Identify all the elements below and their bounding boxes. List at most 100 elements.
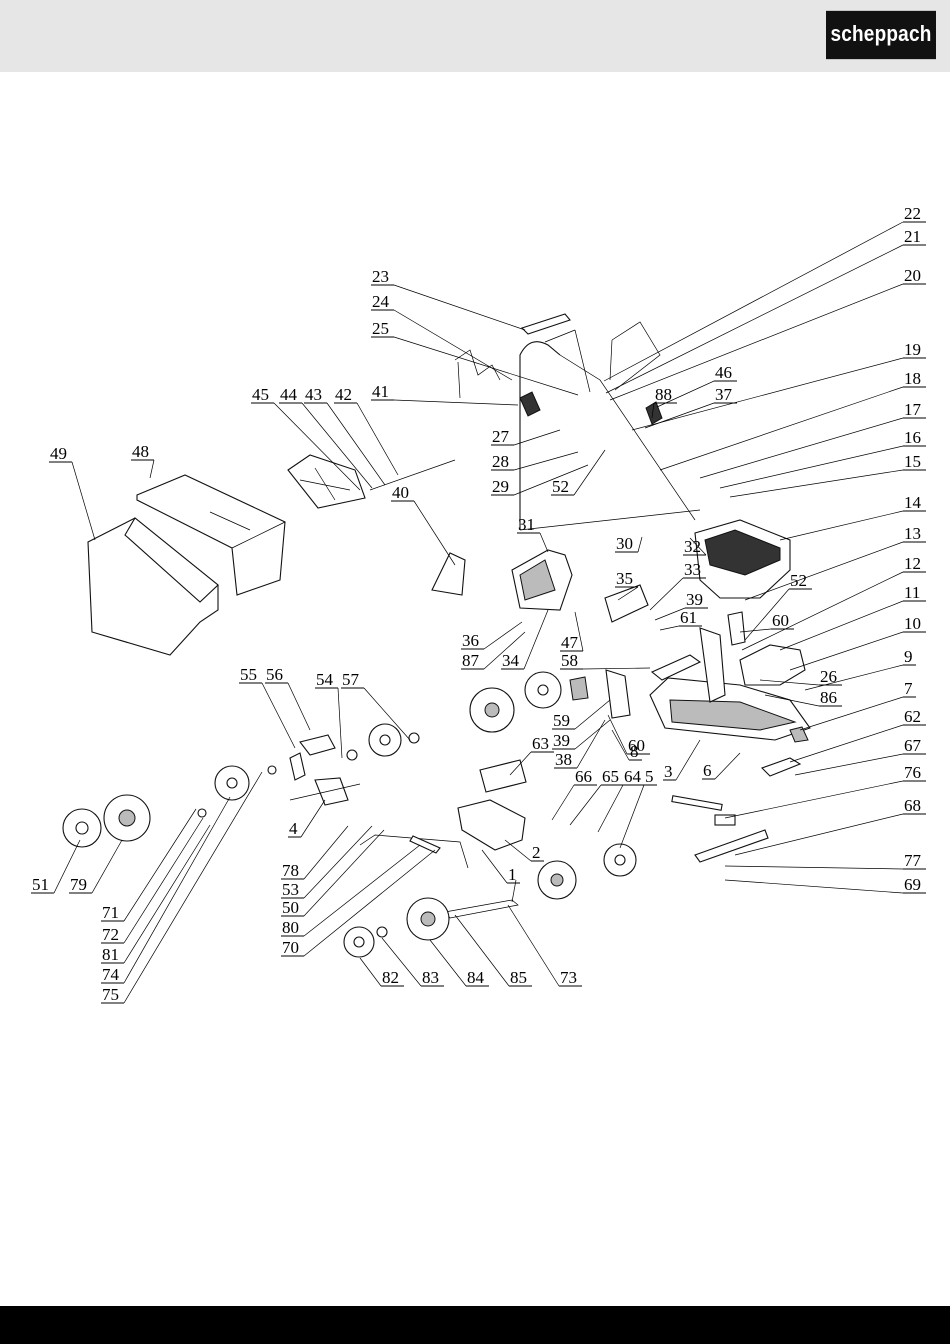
callout-number: 60	[628, 736, 645, 755]
callout-87: 87	[461, 651, 484, 670]
callout-number: 71	[102, 903, 119, 922]
leader-line	[598, 785, 623, 832]
callout-number: 7	[904, 679, 913, 698]
callout-number: 62	[904, 707, 921, 726]
wheel-front-top	[470, 688, 514, 732]
callout-number: 81	[102, 945, 119, 964]
callout-number: 34	[502, 651, 520, 670]
callout-85: 85	[509, 968, 532, 987]
callout-27: 27	[491, 427, 514, 446]
callout-28: 28	[491, 452, 514, 471]
callout-number: 78	[282, 861, 299, 880]
leader-line	[124, 825, 210, 963]
callout-number: 10	[904, 614, 921, 633]
spring-lever	[410, 836, 440, 853]
callout-26: 26	[819, 667, 842, 686]
leader-line	[638, 537, 642, 552]
callout-52: 52	[551, 477, 574, 496]
callout-24: 24	[371, 292, 394, 311]
callout-69: 69	[903, 875, 926, 894]
callout-86: 86	[819, 688, 842, 707]
callout-number: 44	[280, 385, 298, 404]
callout-number: 75	[102, 985, 119, 1004]
bearing-73	[268, 766, 276, 774]
leader-line	[574, 450, 605, 495]
leader-line	[304, 826, 372, 898]
callout-number: 56	[266, 665, 283, 684]
callout-51: 51	[31, 875, 54, 894]
nut-82	[377, 927, 387, 937]
flat-bar	[672, 796, 722, 811]
leader-line	[524, 610, 548, 669]
rear-cover	[740, 645, 805, 685]
callout-number: 32	[684, 537, 701, 556]
callout-49: 49	[49, 444, 72, 463]
callout-number: 20	[904, 266, 921, 285]
callout-number: 26	[820, 667, 837, 686]
gearbox	[315, 778, 348, 805]
callout-number: 3	[664, 762, 673, 781]
callout-15: 15	[903, 452, 926, 471]
callout-60: 60	[627, 736, 650, 755]
leader-line	[552, 785, 574, 820]
callout-number: 41	[372, 382, 389, 401]
callout-number: 58	[561, 651, 578, 670]
hubcap-81	[344, 927, 374, 957]
callout-number: 36	[462, 631, 479, 650]
callout-88: 88	[654, 385, 677, 404]
callout-number: 43	[305, 385, 322, 404]
callout-31: 31	[517, 515, 540, 534]
callout-5: 5	[644, 767, 657, 786]
callout-number: 14	[904, 493, 922, 512]
callout-17: 17	[903, 400, 926, 419]
callout-3: 3	[663, 762, 676, 781]
callout-number: 86	[820, 688, 837, 707]
callout-10: 10	[903, 614, 926, 633]
leader-line	[790, 632, 903, 670]
gear-54	[347, 750, 357, 760]
callout-number: 9	[904, 647, 913, 666]
leader-line	[795, 754, 903, 775]
callout-22: 22	[903, 204, 926, 223]
callout-62: 62	[903, 707, 926, 726]
callout-2: 2	[531, 843, 544, 862]
callout-number: 19	[904, 340, 921, 359]
callout-60: 60	[771, 611, 794, 630]
callout-number: 39	[553, 731, 570, 750]
leader-line	[304, 826, 348, 879]
leader-line	[262, 683, 295, 748]
leader-line	[394, 400, 518, 405]
callout-18: 18	[903, 369, 926, 388]
callout-9: 9	[903, 647, 916, 666]
callout-number: 11	[904, 583, 920, 602]
callout-12: 12	[903, 554, 926, 573]
leader-line	[304, 845, 420, 936]
callout-number: 12	[904, 554, 921, 573]
callout-20: 20	[903, 266, 926, 285]
callout-number: 23	[372, 267, 389, 286]
leader-line	[304, 830, 384, 916]
callout-number: 66	[575, 767, 592, 786]
callout-84: 84	[466, 968, 489, 987]
callout-number: 83	[422, 968, 439, 987]
bracket-75	[290, 753, 305, 780]
callout-77: 77	[903, 851, 926, 870]
callout-4: 4	[288, 819, 301, 838]
leader-line	[780, 601, 903, 650]
callout-39: 39	[552, 731, 575, 750]
leader-line	[505, 840, 531, 861]
callout-number: 37	[715, 385, 733, 404]
rear-flap	[288, 455, 365, 508]
callout-number: 21	[904, 227, 921, 246]
leader-line	[394, 285, 525, 330]
leader-line	[612, 730, 629, 760]
callout-74: 74	[101, 965, 124, 984]
callout-number: 46	[715, 363, 732, 382]
wheel-rear-left	[104, 795, 150, 841]
callout-number: 73	[560, 968, 577, 987]
leader-line	[730, 470, 903, 497]
callout-58: 58	[560, 651, 583, 670]
leader-line	[780, 511, 903, 540]
callout-16: 16	[903, 428, 926, 447]
callout-number: 68	[904, 796, 921, 815]
